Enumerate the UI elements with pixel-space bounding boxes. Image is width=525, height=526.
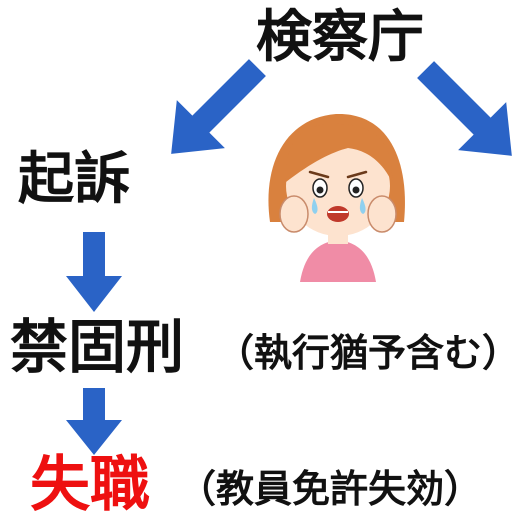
crying-girl-illustration [268, 113, 405, 282]
arrow-down-2 [66, 388, 122, 455]
node-indictment: 起訴 [18, 147, 130, 212]
node-job-loss: 失職 [30, 450, 150, 520]
arrow-to-indictment [171, 59, 266, 154]
node-job-loss-note: （教員免許失効） [178, 467, 483, 511]
node-imprisonment: 禁固刑 [10, 313, 185, 381]
arrow-down-1 [66, 232, 122, 312]
node-imprisonment-note: （執行猶予含む） [216, 331, 521, 375]
node-prosecutors-office: 検察庁 [256, 5, 424, 70]
arrow-right-branch [417, 61, 512, 156]
